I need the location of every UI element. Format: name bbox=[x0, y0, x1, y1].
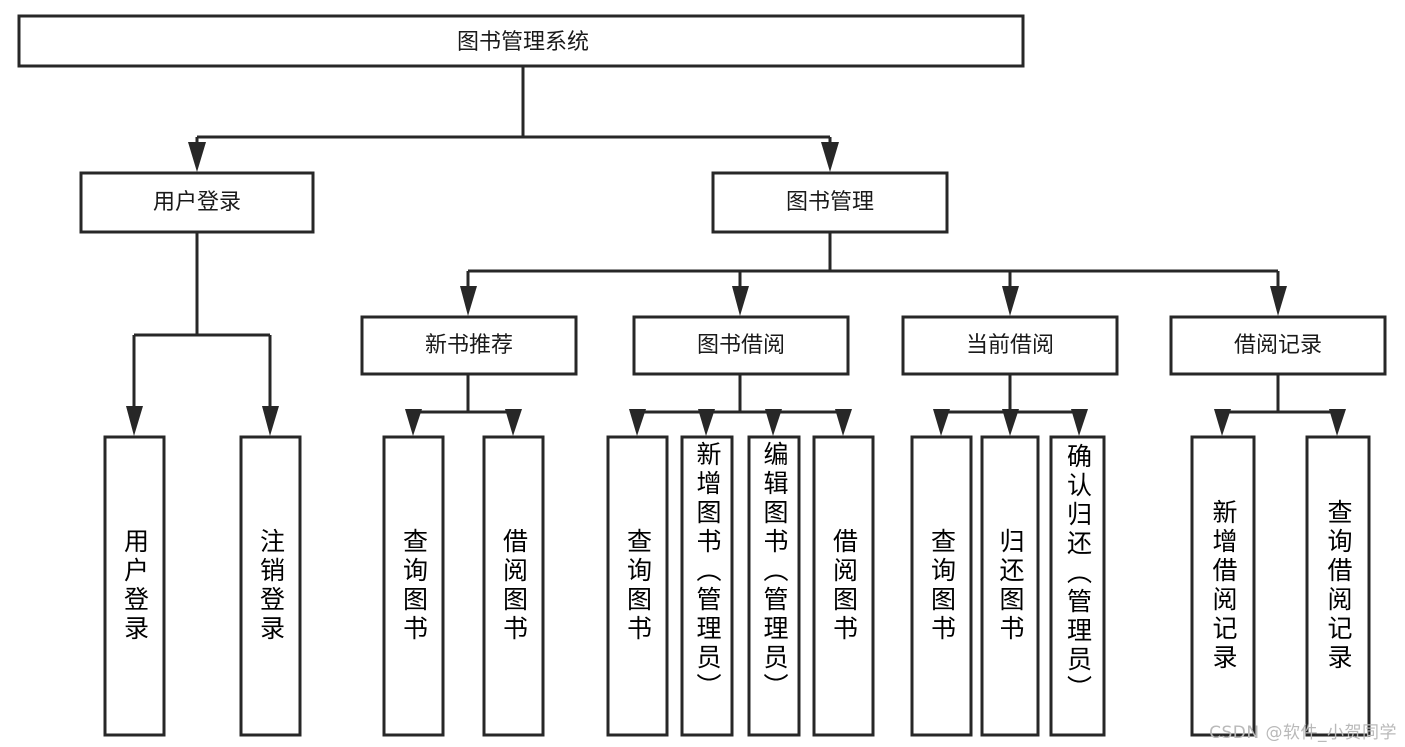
node-leaf-add-book-box[interactable] bbox=[680, 435, 734, 737]
node-leaf-borrow-book-1-label: 借阅图书 bbox=[499, 528, 529, 644]
node-leaf-query-book-3[interactable]: 查询图书 bbox=[910, 435, 973, 737]
node-user-login-label: 用户登录 bbox=[153, 190, 241, 215]
node-leaf-add-book[interactable]: 新增图书（管理员） bbox=[680, 435, 734, 737]
arrow-head-user-login bbox=[188, 142, 206, 172]
node-leaf-add-record-label: 新增借阅记录 bbox=[1209, 499, 1238, 673]
node-borrow-record-box[interactable] bbox=[1169, 315, 1387, 376]
arrow-head-leaf-query-book-3 bbox=[933, 409, 950, 436]
node-current-borrow-label: 当前借阅 bbox=[966, 333, 1054, 358]
node-leaf-add-record-box[interactable] bbox=[1190, 435, 1256, 737]
node-leaf-query-book-1-label: 查询图书 bbox=[399, 528, 429, 644]
node-leaf-return-book-label: 归还图书 bbox=[996, 528, 1025, 644]
node-leaf-edit-book[interactable]: 编辑图书（管理员） bbox=[747, 435, 801, 737]
node-book-manage-label: 图书管理 bbox=[786, 190, 874, 215]
arrow-head-leaf-user-login bbox=[126, 406, 143, 436]
node-leaf-logout-login-box[interactable] bbox=[239, 435, 302, 737]
node-leaf-user-login[interactable]: 用户登录 bbox=[103, 435, 166, 737]
node-root-label: 图书管理系统 bbox=[457, 30, 589, 55]
node-leaf-query-book-1-box[interactable] bbox=[382, 435, 445, 737]
arrow-head-leaf-query-book-2 bbox=[629, 409, 646, 436]
node-leaf-return-book-box[interactable] bbox=[980, 435, 1040, 737]
node-leaf-query-book-3-box[interactable] bbox=[910, 435, 973, 737]
node-book-manage[interactable]: 图书管理 bbox=[711, 171, 949, 234]
node-leaf-confirm-return-box[interactable] bbox=[1049, 435, 1106, 737]
node-leaf-confirm-return[interactable]: 确认归还（管理员） bbox=[1049, 435, 1106, 737]
node-borrow-record[interactable]: 借阅记录 bbox=[1169, 315, 1387, 376]
node-leaf-query-book-2-box[interactable] bbox=[606, 435, 669, 737]
arrow-head-current-borrow bbox=[1002, 286, 1019, 316]
node-leaf-query-book-3-label: 查询图书 bbox=[927, 528, 957, 644]
node-new-book-recommend[interactable]: 新书推荐 bbox=[360, 315, 578, 376]
connector-group bbox=[126, 66, 1346, 436]
node-leaf-logout-login-label: 注销登录 bbox=[256, 528, 286, 644]
arrow-head-leaf-return-book bbox=[1002, 409, 1019, 436]
node-leaf-return-book[interactable]: 归还图书 bbox=[980, 435, 1040, 737]
node-leaf-edit-book-label: 编辑图书（管理员） bbox=[760, 441, 789, 702]
arrow-head-book-borrow bbox=[732, 286, 749, 316]
node-leaf-add-record[interactable]: 新增借阅记录 bbox=[1190, 435, 1256, 737]
arrow-head-leaf-edit-book bbox=[765, 409, 782, 436]
node-leaf-user-login-box[interactable] bbox=[103, 435, 166, 737]
node-leaf-query-book-2-label: 查询图书 bbox=[623, 528, 653, 644]
node-new-book-recommend-label: 新书推荐 bbox=[425, 333, 513, 358]
node-root[interactable]: 图书管理系统 bbox=[17, 14, 1025, 68]
node-book-borrow-label: 图书借阅 bbox=[697, 333, 785, 358]
node-book-borrow-box[interactable] bbox=[632, 315, 850, 376]
node-leaf-logout-login[interactable]: 注销登录 bbox=[239, 435, 302, 737]
arrow-head-borrow-record bbox=[1270, 286, 1287, 316]
node-leaf-borrow-book-2[interactable]: 借阅图书 bbox=[812, 435, 875, 737]
node-current-borrow[interactable]: 当前借阅 bbox=[901, 315, 1119, 376]
node-book-manage-box[interactable] bbox=[711, 171, 949, 234]
node-leaf-add-book-label: 新增图书（管理员） bbox=[693, 441, 722, 702]
arrow-head-leaf-confirm-return bbox=[1071, 409, 1088, 436]
node-current-borrow-box[interactable] bbox=[901, 315, 1119, 376]
arrow-head-leaf-logout-login bbox=[262, 406, 279, 436]
arrow-head-leaf-add-record bbox=[1214, 409, 1231, 436]
node-leaf-edit-book-box[interactable] bbox=[747, 435, 801, 737]
arrow-head-leaf-borrow-book-1 bbox=[505, 409, 522, 436]
arrow-head-new-book-recommend bbox=[460, 286, 477, 316]
arrow-head-leaf-borrow-book-2 bbox=[835, 409, 852, 436]
arrow-head-leaf-query-book-1 bbox=[405, 409, 422, 436]
node-leaf-query-book-2[interactable]: 查询图书 bbox=[606, 435, 669, 737]
arrow-head-book-manage bbox=[821, 142, 839, 172]
node-leaf-query-record[interactable]: 查询借阅记录 bbox=[1305, 435, 1371, 737]
csdn-watermark: CSDN @软件_小贺同学 bbox=[1209, 723, 1397, 743]
arrow-head-leaf-add-book bbox=[698, 409, 715, 436]
arrow-head-leaf-query-record bbox=[1329, 409, 1346, 436]
node-user-login-box[interactable] bbox=[79, 171, 315, 234]
node-leaf-query-record-box[interactable] bbox=[1305, 435, 1371, 737]
node-new-book-recommend-box[interactable] bbox=[360, 315, 578, 376]
node-leaf-query-record-label: 查询借阅记录 bbox=[1324, 499, 1353, 673]
node-book-borrow[interactable]: 图书借阅 bbox=[632, 315, 850, 376]
node-leaf-confirm-return-label: 确认归还（管理员） bbox=[1063, 443, 1093, 704]
node-leaf-query-book-1[interactable]: 查询图书 bbox=[382, 435, 445, 737]
node-leaf-borrow-book-2-label: 借阅图书 bbox=[829, 528, 859, 644]
node-borrow-record-label: 借阅记录 bbox=[1234, 333, 1322, 358]
node-leaf-user-login-label: 用户登录 bbox=[120, 528, 150, 644]
node-leaf-borrow-book-1[interactable]: 借阅图书 bbox=[482, 435, 545, 737]
node-user-login[interactable]: 用户登录 bbox=[79, 171, 315, 234]
node-root-box[interactable] bbox=[17, 14, 1025, 68]
node-leaf-borrow-book-2-box[interactable] bbox=[812, 435, 875, 737]
node-leaf-borrow-book-1-box[interactable] bbox=[482, 435, 545, 737]
